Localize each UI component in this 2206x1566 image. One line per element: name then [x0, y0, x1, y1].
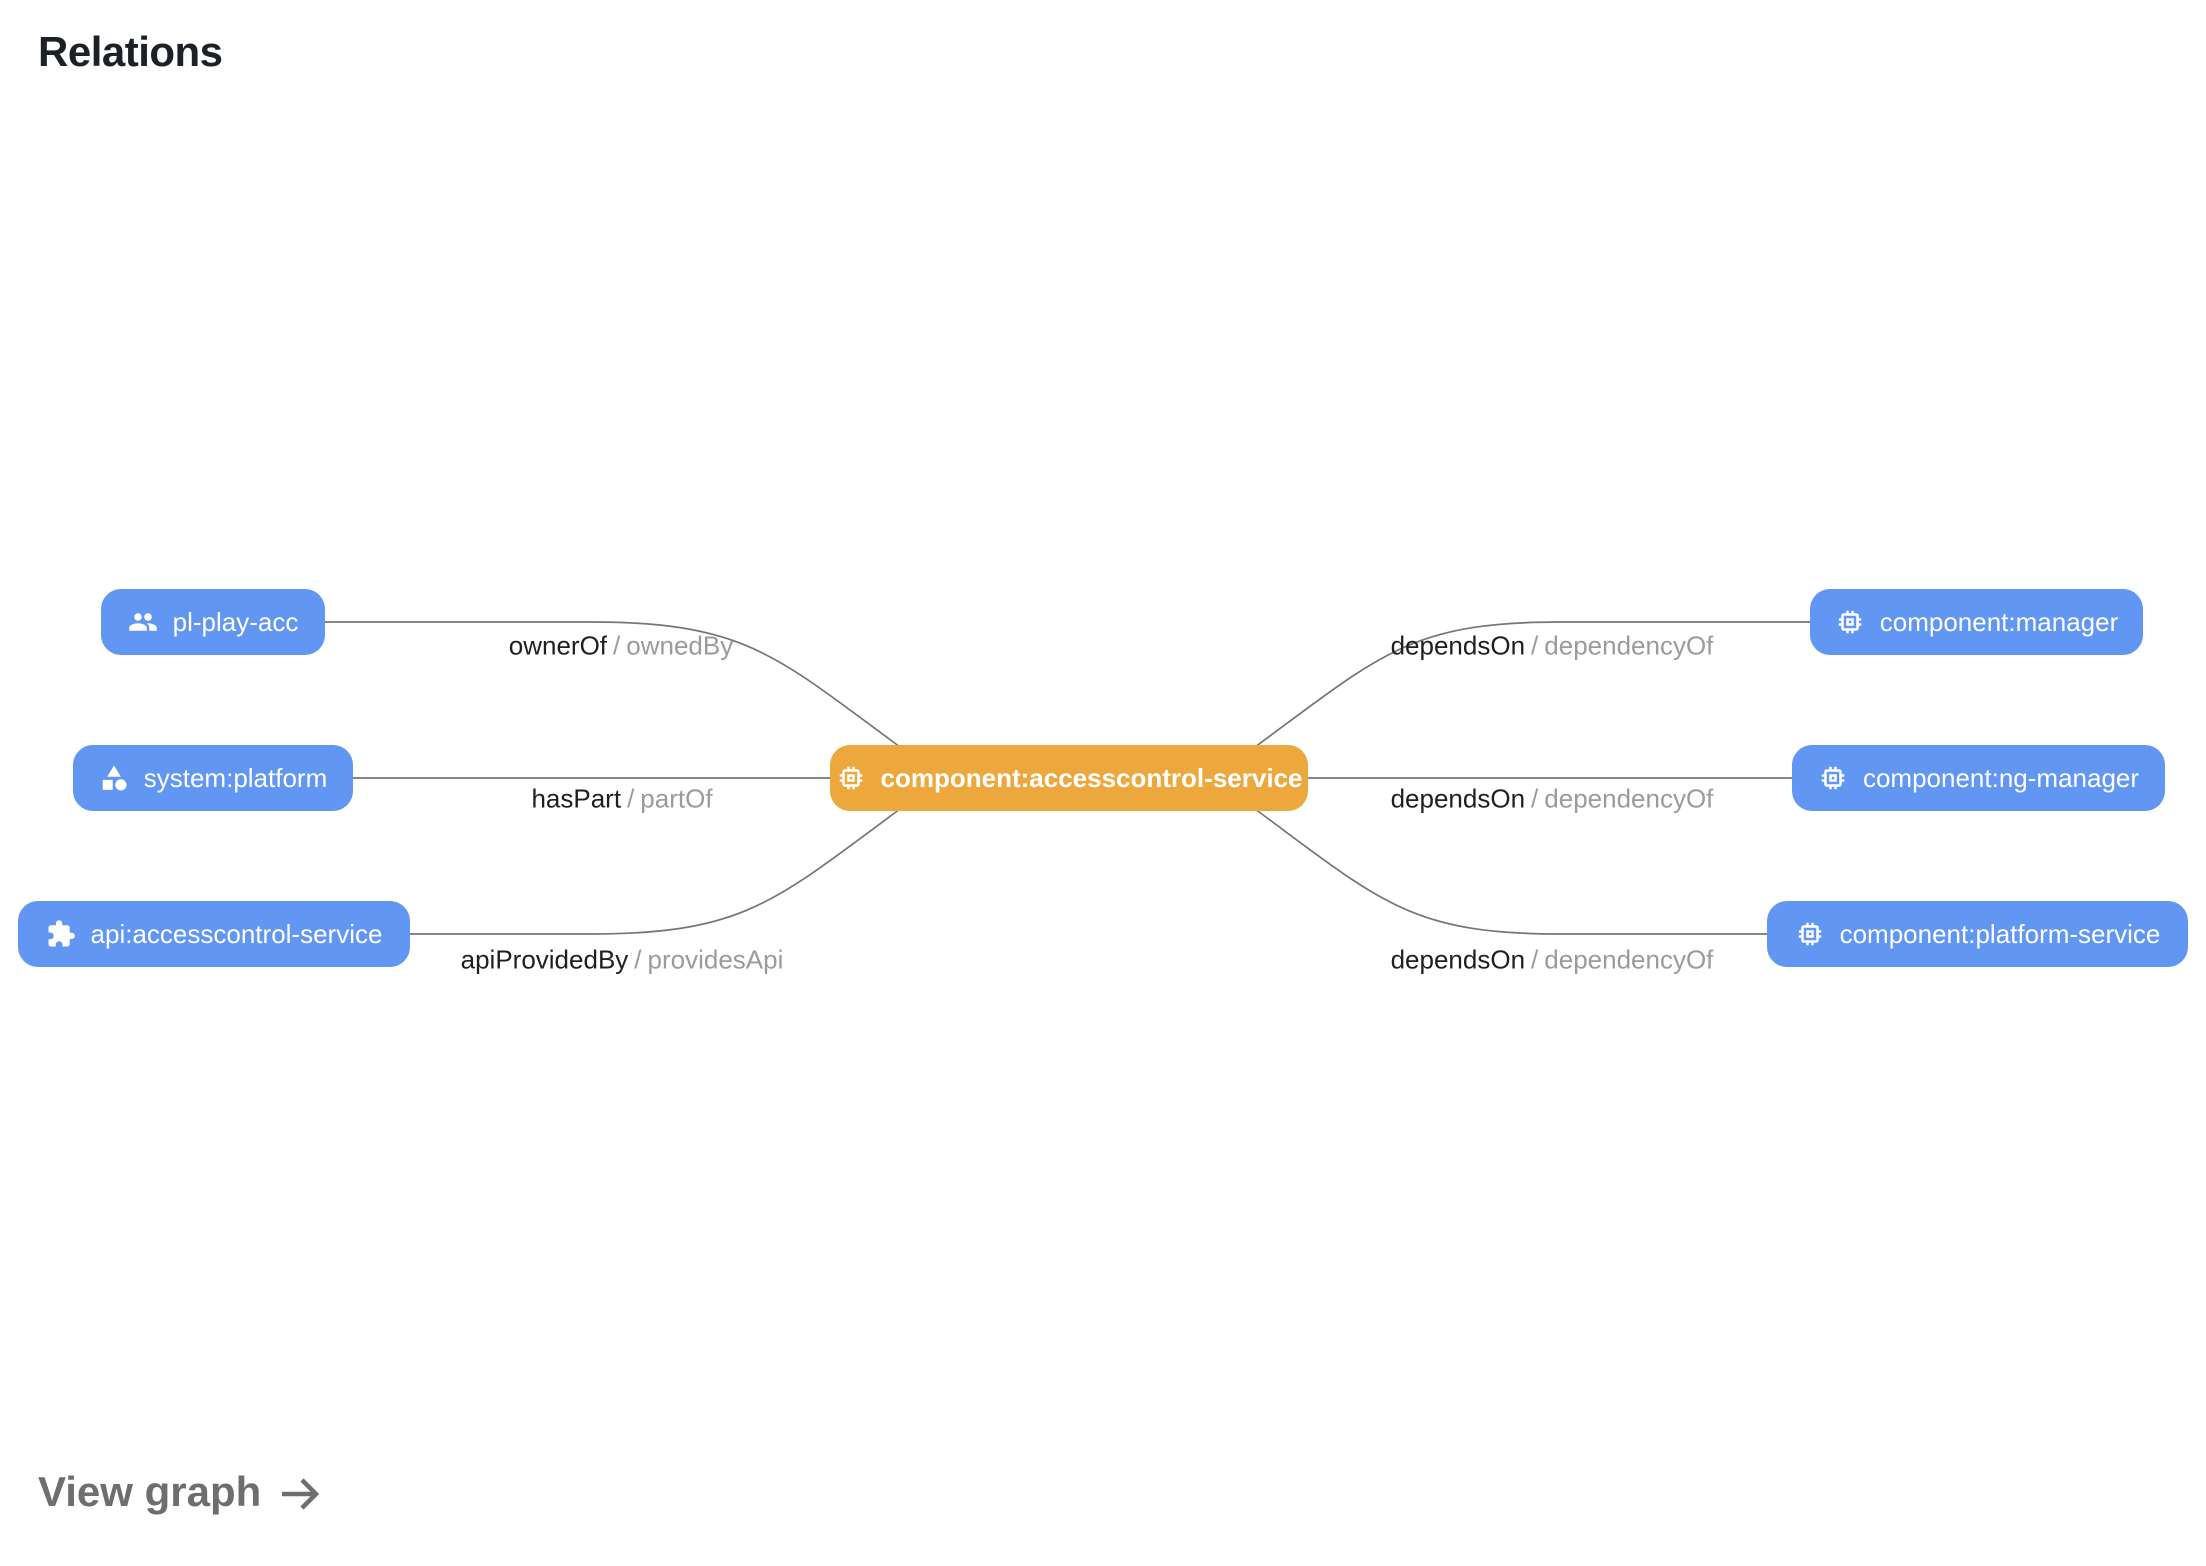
entity-node-label: component:platform-service [1839, 918, 2161, 949]
entity-node-label: api:accesscontrol-service [90, 918, 383, 949]
relation-separator: / [613, 630, 621, 661]
edge-apiprovidedby [410, 808, 901, 935]
relation-forward: dependsOn [1390, 630, 1526, 661]
entity-node-component-manager[interactable]: component:manager [1810, 589, 2143, 655]
relation-forward: ownerOf [508, 630, 608, 661]
arrow-right-icon [282, 1478, 320, 1510]
relation-forward: apiProvidedBy [460, 944, 629, 975]
entity-node-component-ng-manager[interactable]: component:ng-manager [1792, 745, 2165, 811]
relation-separator: / [1531, 783, 1539, 814]
relation-reverse: providesApi [647, 944, 784, 975]
group-icon [128, 613, 157, 631]
edge-dependson-1 [1254, 621, 1810, 748]
view-graph-label: View graph [38, 1468, 262, 1515]
view-graph-link[interactable]: View graph [38, 1468, 323, 1516]
edge-ownerof [325, 621, 901, 748]
entity-node-pl-play-acc[interactable]: pl-play-acc [101, 589, 325, 655]
edge-label-dependson-2: dependsOn/dependencyOf [1391, 784, 1714, 815]
edge-label-haspart: hasPart/partOf [531, 784, 712, 815]
edge-label-apiprovidedby: apiProvidedBy/providesApi [461, 945, 784, 976]
relation-forward: dependsOn [1390, 783, 1526, 814]
edge-label-dependson-1: dependsOn/dependencyOf [1391, 631, 1714, 662]
edge-label-dependson-3: dependsOn/dependencyOf [1391, 945, 1714, 976]
entity-node-label: component:accesscontrol-service [880, 762, 1303, 793]
relation-forward: hasPart [531, 783, 622, 814]
category-icon [102, 765, 127, 791]
relation-reverse: partOf [640, 783, 713, 814]
relation-reverse: dependencyOf [1544, 944, 1714, 975]
relation-reverse: dependencyOf [1544, 630, 1714, 661]
entity-node-label: system:platform [143, 762, 328, 793]
memory-icon [1798, 922, 1821, 946]
relation-reverse: ownedBy [626, 630, 734, 661]
entity-node-label: component:manager [1879, 606, 2119, 637]
entity-node-system-platform[interactable]: system:platform [73, 745, 353, 811]
relation-separator: / [634, 944, 642, 975]
entity-node-label: component:ng-manager [1862, 762, 2140, 793]
entity-node-api-accesscontrol-service[interactable]: api:accesscontrol-service [18, 901, 410, 967]
relation-separator: / [627, 783, 635, 814]
extension-icon [48, 920, 75, 947]
entity-node-component-accesscontrol-service[interactable]: component:accesscontrol-service [830, 745, 1308, 811]
memory-icon [839, 766, 862, 790]
relation-forward: dependsOn [1390, 944, 1526, 975]
relation-separator: / [1531, 630, 1539, 661]
memory-icon [1821, 766, 1845, 790]
edge-label-ownerof: ownerOf/ownedBy [509, 631, 733, 662]
relation-separator: / [1531, 944, 1539, 975]
edge-dependson-3 [1254, 808, 1767, 935]
page-title: Relations [38, 28, 223, 75]
entity-node-label: pl-play-acc [172, 606, 299, 637]
entity-node-component-platform-service[interactable]: component:platform-service [1767, 901, 2188, 967]
relation-reverse: dependencyOf [1544, 783, 1714, 814]
memory-icon [1838, 610, 1861, 634]
